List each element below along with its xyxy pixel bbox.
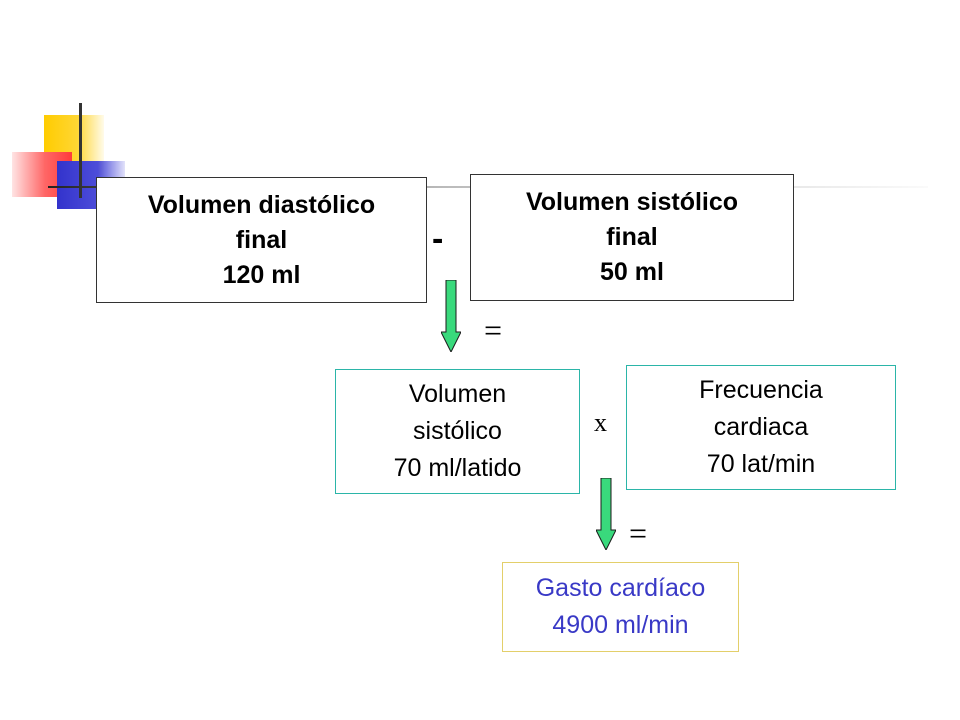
box-heart-rate-line3: 70 lat/min: [706, 450, 816, 478]
box-end-systolic-volume: Volumen sistólico final 50 ml: [470, 174, 794, 301]
box-end-diastolic-line1: Volumen diastólico: [147, 190, 376, 219]
box-end-systolic-line1: Volumen sistólico: [525, 188, 739, 216]
box-stroke-line2: sistólico: [413, 417, 502, 445]
box-heart-rate-line2: cardiaca: [713, 413, 809, 441]
box-cardiac-output-line2: 4900 ml/min: [552, 611, 689, 639]
equals-operator-2: =: [629, 515, 648, 551]
box-end-systolic-line3: 50 ml: [600, 258, 664, 286]
minus-operator: -: [432, 220, 444, 258]
box-cardiac-output-line1: Gasto cardíaco: [535, 574, 706, 602]
box-heart-rate: Frecuencia cardiaca 70 lat/min: [626, 365, 896, 490]
box-end-diastolic-volume: Volumen diastólico final 120 ml: [96, 177, 427, 303]
box-end-diastolic-line3: 120 ml: [222, 260, 301, 289]
down-arrow-icon: [596, 478, 616, 550]
box-stroke-line3: 70 ml/latido: [393, 454, 522, 482]
box-end-diastolic-line2: final: [235, 225, 288, 254]
times-operator: x: [594, 408, 607, 437]
down-arrow-icon: [441, 280, 461, 352]
box-stroke-volume: Volumen sistólico 70 ml/latido: [335, 369, 580, 494]
box-end-systolic-line2: final: [606, 223, 658, 251]
logo-vertical-line: [79, 103, 82, 198]
box-cardiac-output: Gasto cardíaco 4900 ml/min: [502, 562, 739, 652]
box-heart-rate-line1: Frecuencia: [699, 376, 823, 404]
equals-operator-1: =: [484, 312, 503, 348]
box-stroke-line1: Volumen: [408, 380, 507, 408]
